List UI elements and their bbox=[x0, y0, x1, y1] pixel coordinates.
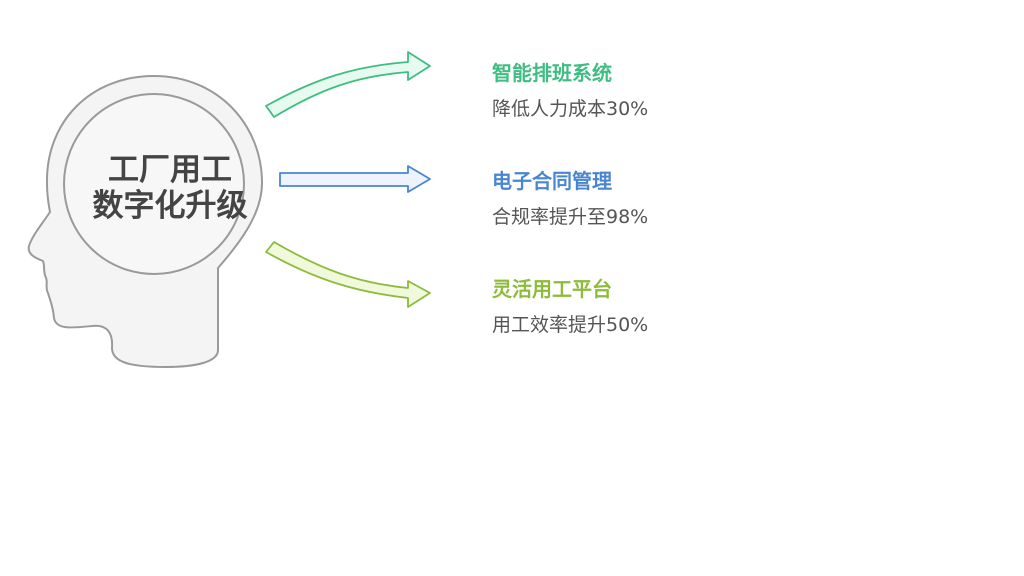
arrow-straight bbox=[279, 165, 431, 193]
item-title: 电子合同管理 bbox=[492, 169, 612, 193]
item-flexible-employment: 灵活用工平台 用工效率提升50% bbox=[492, 276, 812, 338]
center-title-line1: 工厂用工 bbox=[108, 152, 232, 188]
head-inner-circle bbox=[63, 93, 245, 275]
center-title-line2: 数字化升级 bbox=[92, 188, 248, 224]
item-title: 智能排班系统 bbox=[492, 61, 612, 85]
arrow-down-curved bbox=[265, 241, 431, 308]
arrow-up-curved bbox=[265, 51, 431, 118]
item-description: 降低人力成本30% bbox=[492, 98, 649, 120]
item-description: 合规率提升至98% bbox=[492, 206, 649, 228]
item-electronic-contracts: 电子合同管理 合规率提升至98% bbox=[492, 168, 812, 230]
item-description: 用工效率提升50% bbox=[492, 314, 649, 336]
item-smart-scheduling: 智能排班系统 降低人力成本30% bbox=[492, 60, 812, 122]
center-title: 工厂用工 数字化升级 bbox=[80, 152, 260, 224]
item-title: 灵活用工平台 bbox=[492, 277, 612, 301]
